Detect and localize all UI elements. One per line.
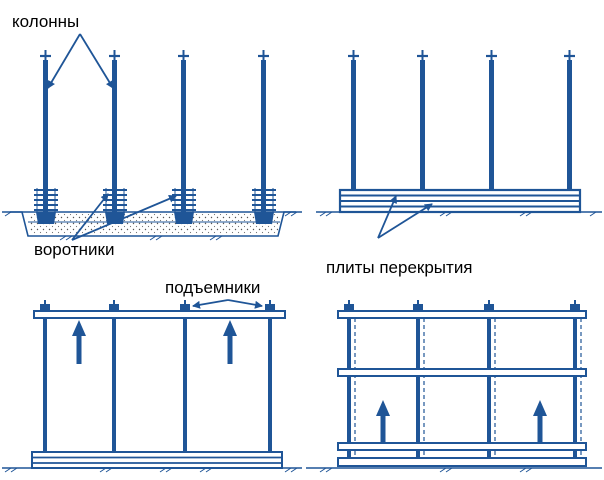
column [486, 50, 497, 190]
column [570, 300, 582, 464]
slab-stack [31, 451, 283, 469]
floor-slab-ground [337, 457, 587, 467]
lifted-slab [33, 310, 286, 319]
pointer-slabs-2 [377, 203, 433, 239]
up-arrow-icon [223, 320, 237, 364]
collar [252, 188, 276, 212]
up-arrow-icon [376, 400, 390, 442]
column [40, 300, 50, 454]
column [413, 300, 425, 464]
foundation-gravel [30, 214, 278, 234]
label-collars: воротники [34, 240, 114, 259]
column [34, 50, 58, 224]
panel-3-lifting: подъемники [2, 278, 302, 473]
floor-slab-lower [337, 442, 587, 451]
up-arrow-icon [72, 320, 86, 364]
ground-hatch [4, 211, 298, 241]
panel-2-slabs-stack: плиты перекрытия [316, 50, 602, 277]
pointer-columns-2 [79, 33, 114, 89]
up-arrow-icon [533, 400, 547, 442]
column [348, 50, 359, 190]
column [417, 50, 428, 190]
pointer-collars-1 [71, 193, 109, 241]
column [172, 50, 196, 224]
column [109, 300, 119, 454]
slab-stack [338, 188, 582, 214]
pointer-lifters-1 [192, 299, 229, 309]
floor-slab-middle [337, 368, 587, 377]
floor-slab-top [337, 310, 587, 319]
pointer-collars-2 [71, 195, 177, 241]
label-lifters: подъемники [165, 278, 260, 297]
column [265, 300, 275, 454]
label-slabs: плиты перекрытия [326, 258, 473, 277]
column [344, 300, 356, 464]
pointer-lifters-2 [227, 299, 263, 309]
pointer-slabs-1 [377, 195, 397, 239]
collar [34, 188, 58, 212]
column [484, 300, 496, 464]
label-columns: колонны [12, 12, 79, 31]
column [564, 50, 575, 190]
column [252, 50, 276, 224]
column [180, 300, 190, 454]
pointer-columns-1 [47, 33, 81, 89]
panel-4-frame [306, 300, 602, 473]
panel-1-columns-collars: колонны воротники [2, 12, 302, 259]
